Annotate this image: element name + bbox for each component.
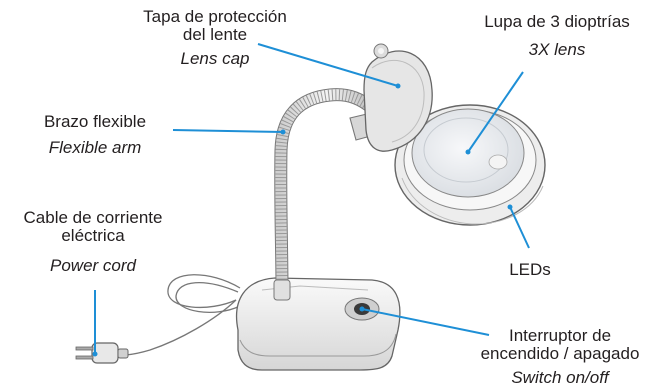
leader-lens-cap	[257, 43, 399, 87]
cord-es-line2: eléctrica	[61, 226, 125, 245]
label-cord: Cable de corriente eléctrica Power cord	[0, 209, 186, 275]
leds-es: LEDs	[509, 260, 551, 279]
label-leds: LEDs	[500, 261, 560, 279]
leader-lens	[467, 71, 524, 153]
arm-en: Flexible arm	[48, 138, 142, 157]
lamp-base	[236, 277, 401, 371]
lens-cap-es-line2: del lente	[182, 25, 248, 44]
lens-head	[394, 104, 546, 226]
cord-es-line1: Cable de corriente	[23, 208, 163, 227]
arm-es: Brazo flexible	[43, 112, 147, 131]
switch-es-line2: encendido / apagado	[480, 344, 640, 363]
label-arm: Brazo flexible Flexible arm	[10, 113, 180, 157]
lens-en: 3X lens	[528, 40, 586, 59]
switch-en: Switch on/off	[511, 368, 609, 387]
lens-cap-es-line1: Tapa de protección	[143, 7, 287, 26]
lens-cap-en: Lens cap	[180, 49, 250, 68]
lens-es: Lupa de 3 dioptrías	[484, 12, 630, 31]
flexible-arm	[273, 88, 379, 301]
label-switch: Interruptor de encendido / apagado Switc…	[470, 327, 650, 387]
switch-es-line1: Interruptor de	[508, 326, 612, 345]
label-lens-cap: Tapa de protección del lente Lens cap	[98, 8, 332, 68]
leader-arm	[172, 129, 284, 133]
leader-switch	[361, 308, 490, 336]
power-plug-icon	[75, 342, 129, 364]
cord-en: Power cord	[50, 256, 136, 275]
power-cord	[107, 274, 241, 356]
leader-leds	[509, 206, 530, 249]
label-lens: Lupa de 3 dioptrías 3X lens	[462, 13, 652, 59]
lens-cap	[363, 43, 433, 152]
leader-lines	[92, 43, 530, 357]
